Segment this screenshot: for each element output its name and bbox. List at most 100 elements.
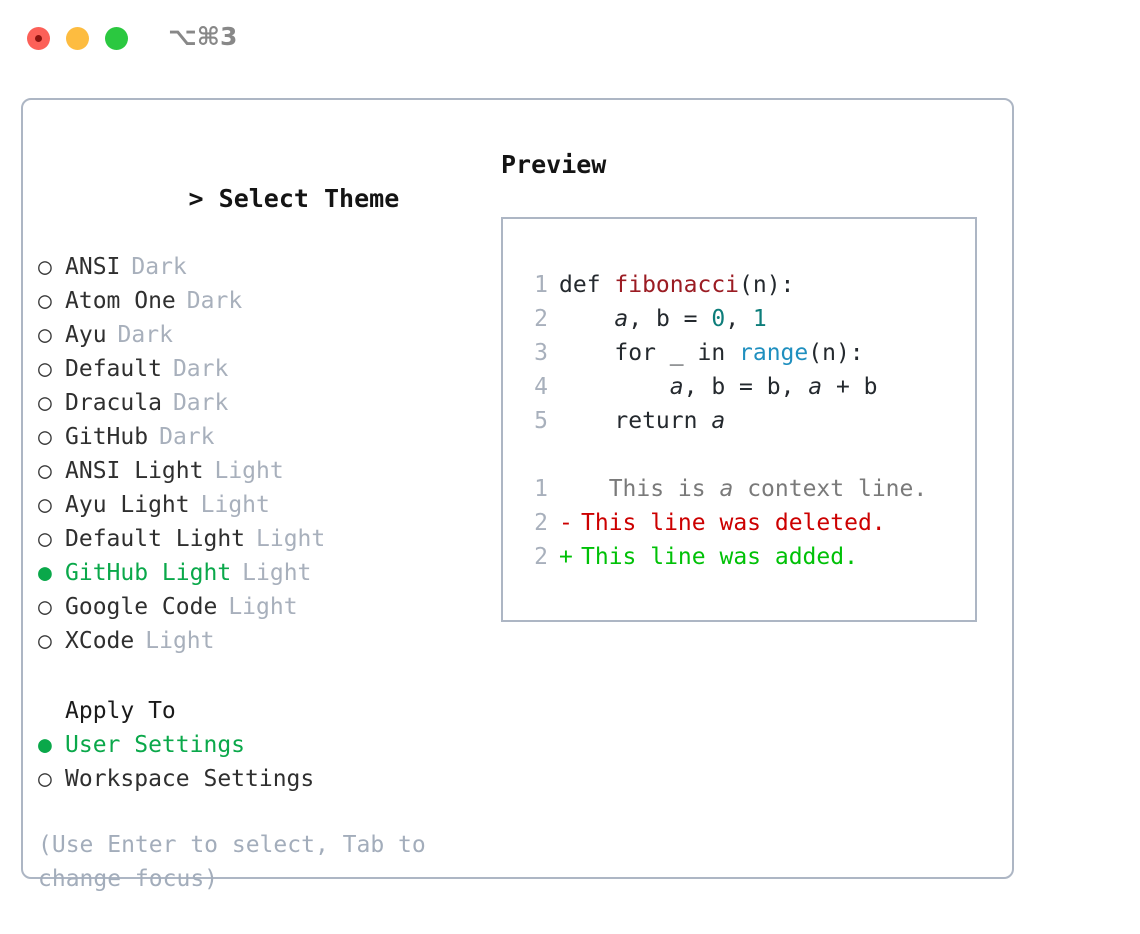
- close-button-icon[interactable]: [27, 27, 50, 50]
- radio-selected-icon[interactable]: ●: [38, 732, 52, 758]
- code-text: return a: [559, 408, 725, 434]
- code-line: 3 for _ in range(n):: [522, 336, 967, 370]
- code-token: for _ in: [559, 340, 740, 366]
- theme-variant-badge: Dark: [172, 356, 229, 382]
- radio-selected-icon[interactable]: ●: [38, 560, 52, 586]
- code-text: a, b = b, a + b: [559, 374, 878, 400]
- radio-unselected-icon[interactable]: ○: [38, 322, 52, 348]
- apply-to-name: Workspace Settings: [65, 766, 315, 792]
- radio-unselected-icon[interactable]: ○: [38, 526, 52, 552]
- theme-name: XCode: [65, 628, 135, 654]
- diff-sample: 1 This is a context line. 2-This line was…: [522, 472, 967, 574]
- radio-unselected-icon[interactable]: ○: [38, 458, 52, 484]
- apply-to-item[interactable]: ○ Workspace Settings: [38, 762, 478, 796]
- code-line: 1 def fibonacci(n):: [522, 268, 967, 302]
- maximize-button-icon[interactable]: [105, 27, 128, 50]
- code-line: 2 a, b = 0, 1: [522, 302, 967, 336]
- radio-unselected-icon[interactable]: ○: [38, 390, 52, 416]
- theme-variant-badge: Light: [242, 560, 312, 586]
- code-token: [559, 374, 670, 400]
- radio-unselected-icon[interactable]: ○: [38, 628, 52, 654]
- theme-list-item[interactable]: ○ GitHub Dark: [38, 420, 478, 454]
- radio-unselected-icon[interactable]: ○: [38, 766, 52, 792]
- apply-to-name: User Settings: [65, 732, 246, 758]
- radio-unselected-icon[interactable]: ○: [38, 288, 52, 314]
- code-token: [559, 306, 614, 332]
- code-text: a, b = 0, 1: [559, 306, 766, 332]
- line-number: 1: [534, 476, 548, 502]
- apply-to-label: Apply To: [65, 698, 176, 724]
- code-token: return: [559, 408, 712, 434]
- radio-unselected-icon[interactable]: ○: [38, 492, 52, 518]
- theme-variant-badge: Light: [200, 492, 270, 518]
- radio-unselected-icon[interactable]: ○: [38, 254, 52, 280]
- code-token: a: [808, 374, 823, 400]
- code-text: for _ in range(n):: [559, 340, 863, 366]
- line-number: 3: [534, 340, 548, 366]
- select-theme-heading: > Select Theme: [38, 148, 478, 250]
- keyboard-hint: (Use Enter to select, Tab to change focu…: [38, 832, 440, 892]
- title-bar: ⌥⌘3: [0, 0, 1140, 78]
- code-token: , b =: [628, 306, 712, 332]
- window-title: ⌥⌘3: [168, 22, 238, 51]
- theme-variant-badge: Light: [228, 594, 298, 620]
- theme-name: Ayu: [65, 322, 107, 348]
- code-token: fibonacci: [614, 272, 740, 298]
- diff-sign: [559, 472, 581, 506]
- theme-variant-badge: Dark: [159, 424, 215, 450]
- minimize-button-icon[interactable]: [66, 27, 89, 50]
- theme-list-item[interactable]: ○ Ayu Light Light: [38, 488, 478, 522]
- code-token: , b = b,: [683, 374, 809, 400]
- code-line: 4 a, b = b, a + b: [522, 370, 967, 404]
- code-line: 5 return a: [522, 404, 967, 438]
- code-token: a: [669, 374, 684, 400]
- diff-sign: -: [559, 510, 573, 536]
- diff-text: This is a context line.: [581, 476, 928, 502]
- code-token: (n):: [739, 272, 795, 298]
- theme-variant-badge: Dark: [172, 390, 229, 416]
- theme-name: ANSI: [65, 254, 121, 280]
- theme-list-item[interactable]: ○ Default Dark: [38, 352, 478, 386]
- code-token: a: [614, 306, 629, 332]
- line-number: 2: [534, 510, 548, 536]
- line-number: 1: [534, 272, 548, 298]
- diff-emphasis: a: [719, 476, 734, 502]
- diff-text: This line was deleted.: [581, 510, 886, 536]
- radio-unselected-icon[interactable]: ○: [38, 424, 52, 450]
- select-theme-label: Select Theme: [218, 184, 400, 213]
- preview-heading: Preview: [501, 150, 607, 179]
- theme-list-item[interactable]: ○ ANSI Dark: [38, 250, 478, 284]
- theme-name: GitHub Light: [65, 560, 232, 586]
- radio-unselected-icon[interactable]: ○: [38, 356, 52, 382]
- prompt-caret: >: [188, 184, 204, 213]
- apply-to-section: Apply To ● User Settings ○ Workspace Settin…: [38, 694, 478, 796]
- theme-name: Dracula: [65, 390, 162, 416]
- diff-text: This line was added.: [581, 544, 858, 570]
- theme-list-item[interactable]: ● GitHub Light Light: [38, 556, 478, 590]
- theme-name: Atom One: [65, 288, 176, 314]
- line-number: 4: [534, 374, 548, 400]
- theme-name: Default Light: [65, 526, 246, 552]
- apply-to-list[interactable]: ● User Settings ○ Workspace Settings: [38, 728, 478, 796]
- theme-name: GitHub: [65, 424, 149, 450]
- theme-variant-badge: Dark: [131, 254, 187, 280]
- apply-to-item[interactable]: ● User Settings: [38, 728, 478, 762]
- diff-line-ctx: 1 This is a context line.: [522, 472, 967, 506]
- code-token: def: [559, 272, 615, 298]
- radio-unselected-icon[interactable]: ○: [38, 594, 52, 620]
- theme-list-item[interactable]: ○ Dracula Dark: [38, 386, 478, 420]
- theme-variant-badge: Light: [214, 458, 284, 484]
- theme-name: Default: [65, 356, 162, 382]
- theme-name: Ayu Light: [65, 492, 190, 518]
